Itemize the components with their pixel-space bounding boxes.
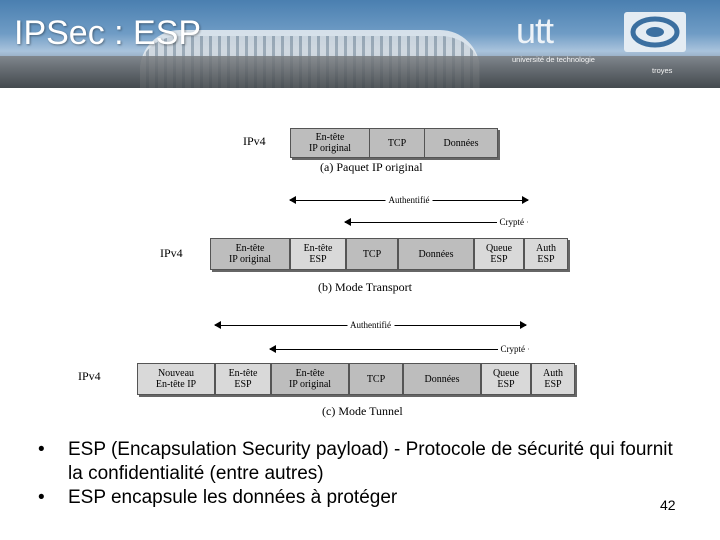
bullet-list: • ESP (Encapsulation Security payload) -… [38,438,678,510]
diagram-b-authenticated-label: Authentifié [385,194,433,206]
page-number: 42 [660,497,676,513]
bullet-icon: • [38,439,45,460]
bullet-icon: • [38,487,45,508]
diagram-b-cell-esp-auth: Auth ESP [524,238,568,270]
diagram-c-encrypted-label: Crypté [497,343,528,355]
diagram-b-cell-data: Données [398,238,474,270]
bullet-text: ESP encapsule les données à protéger [68,487,398,508]
diagram-b-caption: (b) Mode Transport [318,280,413,294]
utt-logo-text: utt [516,10,554,51]
bullet-item: • ESP (Encapsulation Security payload) -… [38,438,678,486]
utt-logo-icon [630,16,680,48]
diagram-a-cell-tcp: TCP [369,128,425,158]
diagram-c-ipv4-label: IPv4 [78,369,101,383]
diagram-a-cell-ip-header: En-tête IP original [290,128,370,158]
diagram-c-cell-tcp: TCP [349,363,403,395]
arrow-left-icon [344,218,351,226]
bullet-text: ESP (Encapsulation Security payload) - P… [68,439,673,484]
diagram-c-cell-new-ip-header: Nouveau En-tête IP [137,363,215,395]
arrow-left-icon [289,196,296,204]
diagram-b-ipv4-label: IPv4 [160,246,183,260]
utt-logo-subtitle: université de technologie [512,55,595,64]
diagram-a-caption: (a) Paquet IP original [320,160,423,174]
diagram-b-cell-tcp: TCP [346,238,398,270]
diagram-c-cell-esp-header: En-tête ESP [215,363,271,395]
arrow-right-icon [522,196,529,204]
diagram-c-cell-esp-trailer: Queue ESP [481,363,531,395]
diagram-c-authenticated-range: Authentifié [214,319,527,331]
diagram-c-encrypted-range: Crypté [269,343,529,355]
diagram-b-authenticated-range: Authentifié [289,194,529,206]
diagram-b-cell-ip-header: En-tête IP original [210,238,290,270]
diagram-c-cell-esp-auth: Auth ESP [531,363,575,395]
bullet-item: • ESP encapsule les données à protéger [38,486,678,510]
utt-logo-city: troyes [652,66,673,75]
diagram-b-cell-esp-trailer: Queue ESP [474,238,524,270]
slide-title: IPSec : ESP [14,14,202,52]
slide-header [0,0,720,88]
diagram-c-cell-original-ip-header: En-tête IP original [271,363,349,395]
header-building-base [0,56,720,88]
diagram-a-cell-data: Données [424,128,498,158]
diagram-b-cell-esp-header: En-tête ESP [290,238,346,270]
diagram-c-cell-data: Données [403,363,481,395]
diagram-a-ipv4-label: IPv4 [243,134,266,148]
diagram-b-encrypted-label: Crypté [496,216,527,228]
arrow-left-icon [214,321,221,329]
arrow-right-icon [520,321,527,329]
utt-logo-emblem [624,12,686,52]
arrow-left-icon [269,345,276,353]
diagram-c-caption: (c) Mode Tunnel [322,404,403,418]
diagram-b-encrypted-range: Crypté [344,216,528,228]
diagram-c-authenticated-label: Authentifié [347,319,394,331]
